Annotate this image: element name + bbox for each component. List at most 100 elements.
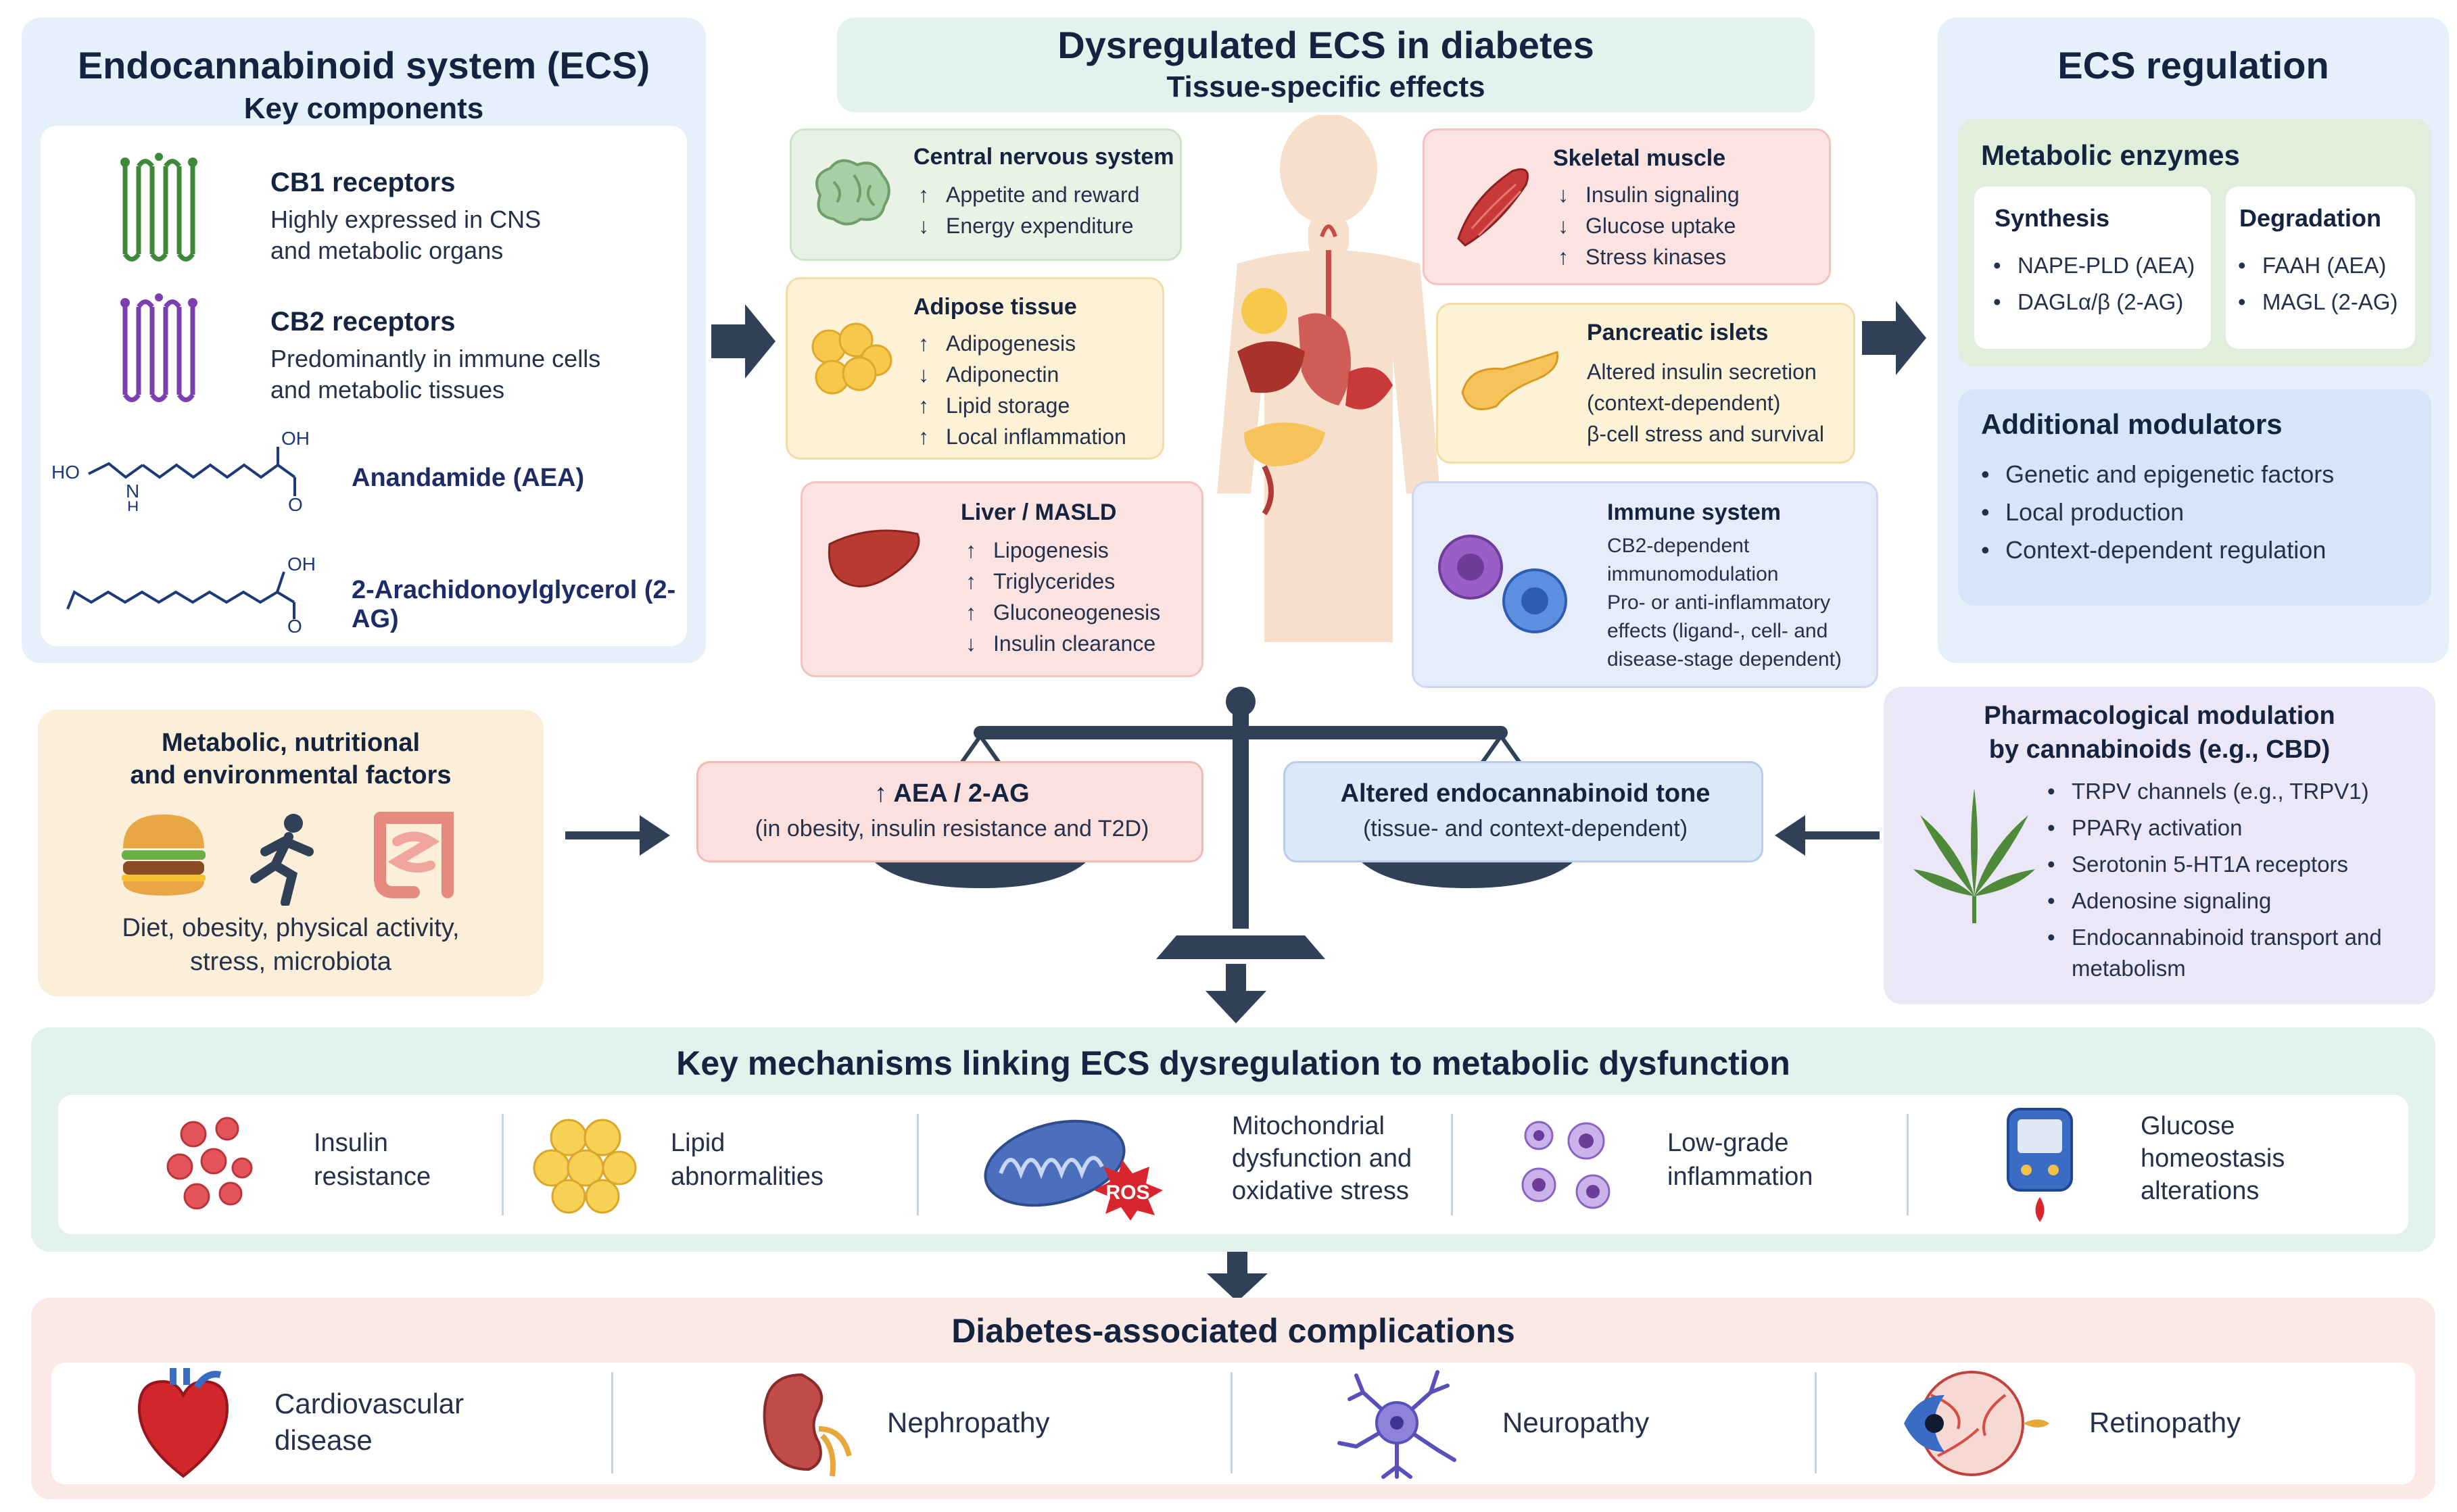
- 2ag-title: 2-Arachidonoylglycerol (2-AG): [352, 576, 676, 633]
- adipose-item: Lipid storage: [946, 393, 1070, 418]
- immune-line: disease-stage dependent): [1607, 648, 1842, 670]
- synthesis-item: DAGLα/β (2-AG): [1990, 284, 2195, 320]
- modulators-list: Genetic and epigenetic factors Local pro…: [1978, 456, 2334, 569]
- down-arrow-icon: ↓: [918, 362, 929, 387]
- heart-icon: [137, 1368, 229, 1478]
- liver-title: Liver / MASLD: [961, 499, 1117, 525]
- complication-label-line: Retinopathy: [2089, 1407, 2241, 1438]
- pharma-item: Endocannabinoid transport and metabolism: [2045, 922, 2423, 984]
- arrow-left-icon: [1775, 815, 1880, 856]
- pharma-title-line1: Pharmacological modulation: [1984, 702, 2335, 730]
- mechanism-label: Low-grade inflammation: [1667, 1126, 1813, 1194]
- complications-strip: Cardiovascular disease Nephropathy Neuro…: [51, 1363, 2415, 1484]
- adipose-item: Adipogenesis: [946, 331, 1076, 356]
- immune-line: CB2-dependent: [1607, 535, 1750, 557]
- muscle-icon: [1457, 168, 1529, 247]
- arrow-right-icon: [711, 304, 776, 379]
- divider: [611, 1372, 613, 1473]
- mechanism-label-line: abnormalities: [671, 1163, 824, 1191]
- complications-panel: Diabetes-associated complications Cardio…: [31, 1298, 2435, 1499]
- mechanisms-strip: Insulin resistance Lipid abnormalities R…: [58, 1095, 2408, 1234]
- pancreas-icon: [1461, 351, 1559, 410]
- liver-item: Insulin clearance: [993, 631, 1156, 656]
- mechanism-label-line: Insulin: [314, 1129, 388, 1157]
- pharma-item: Adenosine signaling: [2045, 885, 2423, 917]
- inflammation-cells-icon: [1521, 1121, 1611, 1209]
- up-arrow-icon: ↑: [918, 424, 929, 449]
- mechanisms-title: Key mechanisms linking ECS dysregulation…: [676, 1044, 1790, 1082]
- pancreas-line: (context-dependent): [1587, 391, 1781, 415]
- mechanism-label-line: dysfunction and: [1232, 1144, 1412, 1173]
- red-cells-icon: [166, 1117, 253, 1210]
- up-arrow-icon: ↑: [918, 393, 929, 418]
- divider: [1231, 1372, 1233, 1473]
- adipose-list: ↑ Adipogenesis ↓ Adiponectin ↑ Lipid storag…: [913, 328, 1126, 452]
- arrow-down-icon: [1207, 1252, 1268, 1302]
- immune-line: Pro- or anti-inflammatory: [1607, 591, 1831, 614]
- up-arrow-icon: ↑: [965, 600, 976, 625]
- complication-label: Neuropathy: [1502, 1405, 1649, 1441]
- cb1-title: CB1 receptors: [270, 168, 456, 197]
- pancreas-desc: Altered insulin secretion (context-depen…: [1587, 356, 1824, 449]
- complication-label-line: Neuropathy: [1502, 1407, 1650, 1438]
- fat-cells-icon: [811, 322, 892, 395]
- degradation-item: MAGL (2-AG): [2235, 284, 2398, 320]
- runner-icon: [250, 814, 314, 906]
- modulator-item: Context-dependent regulation: [1978, 531, 2334, 569]
- immune-card: Immune system CB2-dependent immunomodula…: [1412, 481, 1878, 688]
- arrow-right-icon: [565, 815, 670, 856]
- ecs-components-subtitle: Key components: [243, 92, 484, 125]
- altered-tone-card: Altered endocannabinoid tone (tissue- an…: [1283, 761, 1763, 862]
- divider: [1815, 1372, 1817, 1473]
- enzymes-title: Metabolic enzymes: [1981, 139, 2240, 171]
- up-arrow-icon: ↑: [965, 569, 976, 593]
- pancreas-line: β-cell stress and survival: [1587, 422, 1824, 446]
- degradation-list: FAAH (AEA) MAGL (2-AG): [2235, 247, 2398, 320]
- complication-label-line: Nephropathy: [887, 1407, 1050, 1438]
- down-arrow-icon: ↓: [965, 631, 976, 656]
- mechanism-label: Lipid abnormalities: [671, 1126, 824, 1194]
- factors-title-line1: Metabolic, nutritional: [161, 729, 421, 757]
- adipose-card: Adipose tissue ↑Adipogenesis ↓Adiponecti…: [786, 277, 1164, 460]
- mechanism-label-line: alterations: [2141, 1177, 2260, 1205]
- up-arrow-icon: ↑: [1558, 245, 1569, 269]
- immune-line: immunomodulation: [1607, 563, 1779, 585]
- 2ag-o-label: O: [287, 616, 302, 633]
- immune-line: effects (ligand-, cell- and: [1607, 620, 1828, 642]
- pharma-title-line2: by cannabinoids (e.g., CBD): [1988, 735, 2331, 764]
- regulation-panel: ECS regulation Metabolic enzymes Synthes…: [1938, 18, 2449, 663]
- degradation-title: Degradation: [2239, 204, 2382, 232]
- aea-h-label: H: [127, 498, 139, 511]
- dysregulated-header: Dysregulated ECS in diabetes Tissue-spec…: [837, 18, 1815, 112]
- aea-structure-icon: HO N H OH O: [51, 430, 310, 511]
- down-arrow-icon: ↓: [1558, 182, 1569, 207]
- lipid-droplets-icon: [533, 1119, 637, 1214]
- eye-icon: [1904, 1371, 2049, 1476]
- muscle-card: Skeletal muscle ↓Insulin signaling ↓Gluc…: [1423, 128, 1831, 285]
- liver-item: Triglycerides: [993, 569, 1116, 593]
- cns-card: Central nervous system ↑Appetite and rew…: [790, 128, 1182, 261]
- mechanism-label-line: Glucose: [2141, 1112, 2235, 1140]
- pharma-list: TRPV channels (e.g., TRPV1) PPARγ activa…: [2045, 776, 2423, 984]
- liver-icon: [828, 529, 920, 587]
- pharma-item: PPARγ activation: [2045, 812, 2423, 844]
- pharma-item: TRPV channels (e.g., TRPV1): [2045, 776, 2423, 807]
- complication-label-line: Cardiovascular: [275, 1388, 464, 1419]
- liver-item: Gluconeogenesis: [993, 600, 1161, 625]
- cannabis-leaf-icon: [1913, 788, 2035, 923]
- 2ag-structure-icon: OH O: [66, 554, 316, 633]
- adipose-item: Adiponectin: [946, 362, 1059, 387]
- immune-cells-icon: [1438, 535, 1567, 633]
- divider: [1451, 1114, 1453, 1215]
- modulators-card: Additional modulators Genetic and epigen…: [1958, 389, 2431, 606]
- cb2-title: CB2 receptors: [270, 307, 456, 337]
- factors-text-line1: Diet, obesity, physical activity,: [122, 914, 460, 942]
- pancreas-line: Altered insulin secretion: [1587, 360, 1817, 384]
- mechanism-label-line: inflammation: [1667, 1163, 1813, 1191]
- up-arrow-icon: ↑: [918, 182, 929, 207]
- complication-label: Cardiovascular disease: [275, 1386, 464, 1459]
- altered-tone-sub: (tissue- and context-dependent): [1362, 816, 1688, 842]
- pharma-panel: Pharmacological modulation by cannabinoi…: [1884, 687, 2435, 1004]
- modulator-item: Genetic and epigenetic factors: [1978, 456, 2334, 493]
- mechanism-label: Glucose homeostasis alterations: [2141, 1110, 2285, 1207]
